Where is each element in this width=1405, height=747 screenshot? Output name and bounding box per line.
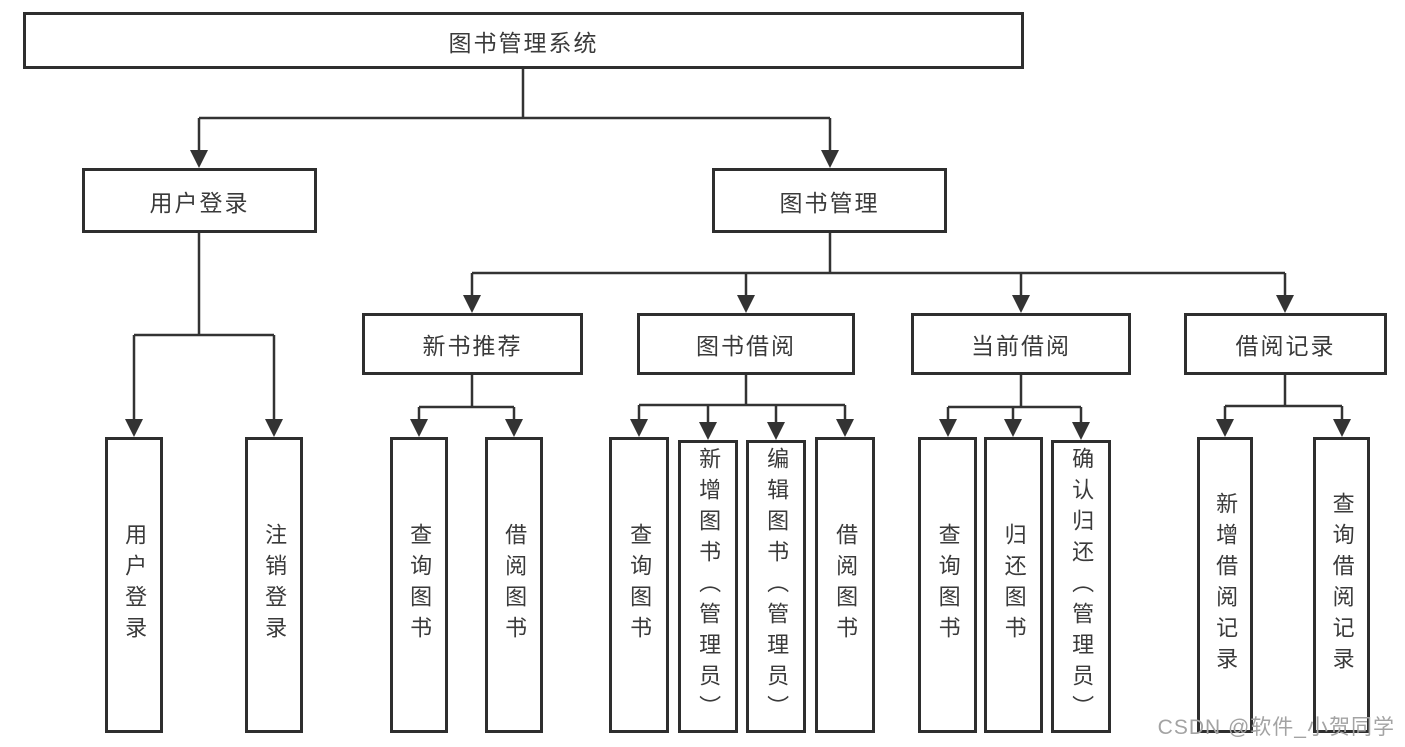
node-label: 查询图书 [627, 523, 653, 647]
node-label: 图书管理系统 [448, 29, 599, 56]
node-label: 图书管理 [779, 189, 880, 216]
arrow-icon [265, 419, 283, 437]
node-user-login: 用户登录 [82, 168, 317, 233]
connector-lines [132, 69, 1344, 426]
leaf-query-books-borrow: 查询图书 [609, 437, 669, 733]
leaf-add-borrow-record: 新增借阅记录 [1197, 437, 1253, 733]
node-label: 借阅图书 [502, 523, 528, 647]
arrow-icon [1072, 422, 1090, 440]
leaf-edit-books-admin: 编辑图书（管理员） [746, 440, 806, 733]
leaf-query-books-current: 查询图书 [918, 437, 977, 733]
csdn-watermark: CSDN @软件_小贺同学 [1157, 716, 1395, 739]
node-label: 图书借阅 [696, 333, 796, 359]
node-label: 用户登录 [122, 523, 148, 647]
node-label: 借阅记录 [1235, 333, 1336, 359]
node-label: 查询图书 [935, 523, 961, 647]
leaf-query-borrow-record: 查询借阅记录 [1313, 437, 1370, 733]
arrow-icon [767, 422, 785, 440]
node-label: 查询借阅记录 [1329, 492, 1355, 678]
node-library-management-system: 图书管理系统 [23, 12, 1024, 69]
node-label: 编辑图书（管理员） [764, 447, 790, 726]
node-label: 归还图书 [1001, 523, 1027, 647]
leaf-borrow-books: 借阅图书 [815, 437, 875, 733]
node-label: 当前借阅 [971, 333, 1071, 359]
leaf-user-login: 用户登录 [105, 437, 163, 733]
arrow-icon [190, 150, 208, 168]
node-label: 借阅图书 [833, 523, 859, 647]
arrow-icon [463, 295, 481, 313]
leaf-confirm-return-admin: 确认归还（管理员） [1051, 440, 1111, 733]
node-book-management: 图书管理 [712, 168, 947, 233]
node-label: 确认归还（管理员） [1069, 447, 1095, 726]
node-label: 注销登录 [262, 523, 288, 647]
leaf-logout: 注销登录 [245, 437, 303, 733]
arrow-icon [821, 150, 839, 168]
node-label: 新书推荐 [422, 333, 523, 359]
arrow-icon [699, 422, 717, 440]
arrow-icon [630, 419, 648, 437]
node-new-book-recommend: 新书推荐 [362, 313, 583, 375]
arrow-icon [939, 419, 957, 437]
node-label: 查询图书 [407, 523, 433, 647]
arrow-icon [125, 419, 143, 437]
leaf-query-books-recommend: 查询图书 [390, 437, 448, 733]
node-label: 新增图书（管理员） [696, 447, 722, 726]
arrow-icon [737, 295, 755, 313]
node-book-borrow: 图书借阅 [637, 313, 855, 375]
node-current-borrow: 当前借阅 [911, 313, 1131, 375]
arrow-icon [505, 419, 523, 437]
arrowheads [125, 150, 1351, 440]
node-label: 用户登录 [149, 189, 250, 216]
arrow-icon [410, 419, 428, 437]
arrow-icon [1004, 419, 1022, 437]
arrow-icon [1333, 419, 1351, 437]
leaf-borrow-books-recommend: 借阅图书 [485, 437, 543, 733]
leaf-return-books: 归还图书 [984, 437, 1043, 733]
arrow-icon [1216, 419, 1234, 437]
arrow-icon [836, 419, 854, 437]
arrow-icon [1276, 295, 1294, 313]
node-borrow-records: 借阅记录 [1184, 313, 1387, 375]
node-label: 新增借阅记录 [1213, 492, 1239, 678]
arrow-icon [1012, 295, 1030, 313]
leaf-add-books-admin: 新增图书（管理员） [678, 440, 738, 733]
